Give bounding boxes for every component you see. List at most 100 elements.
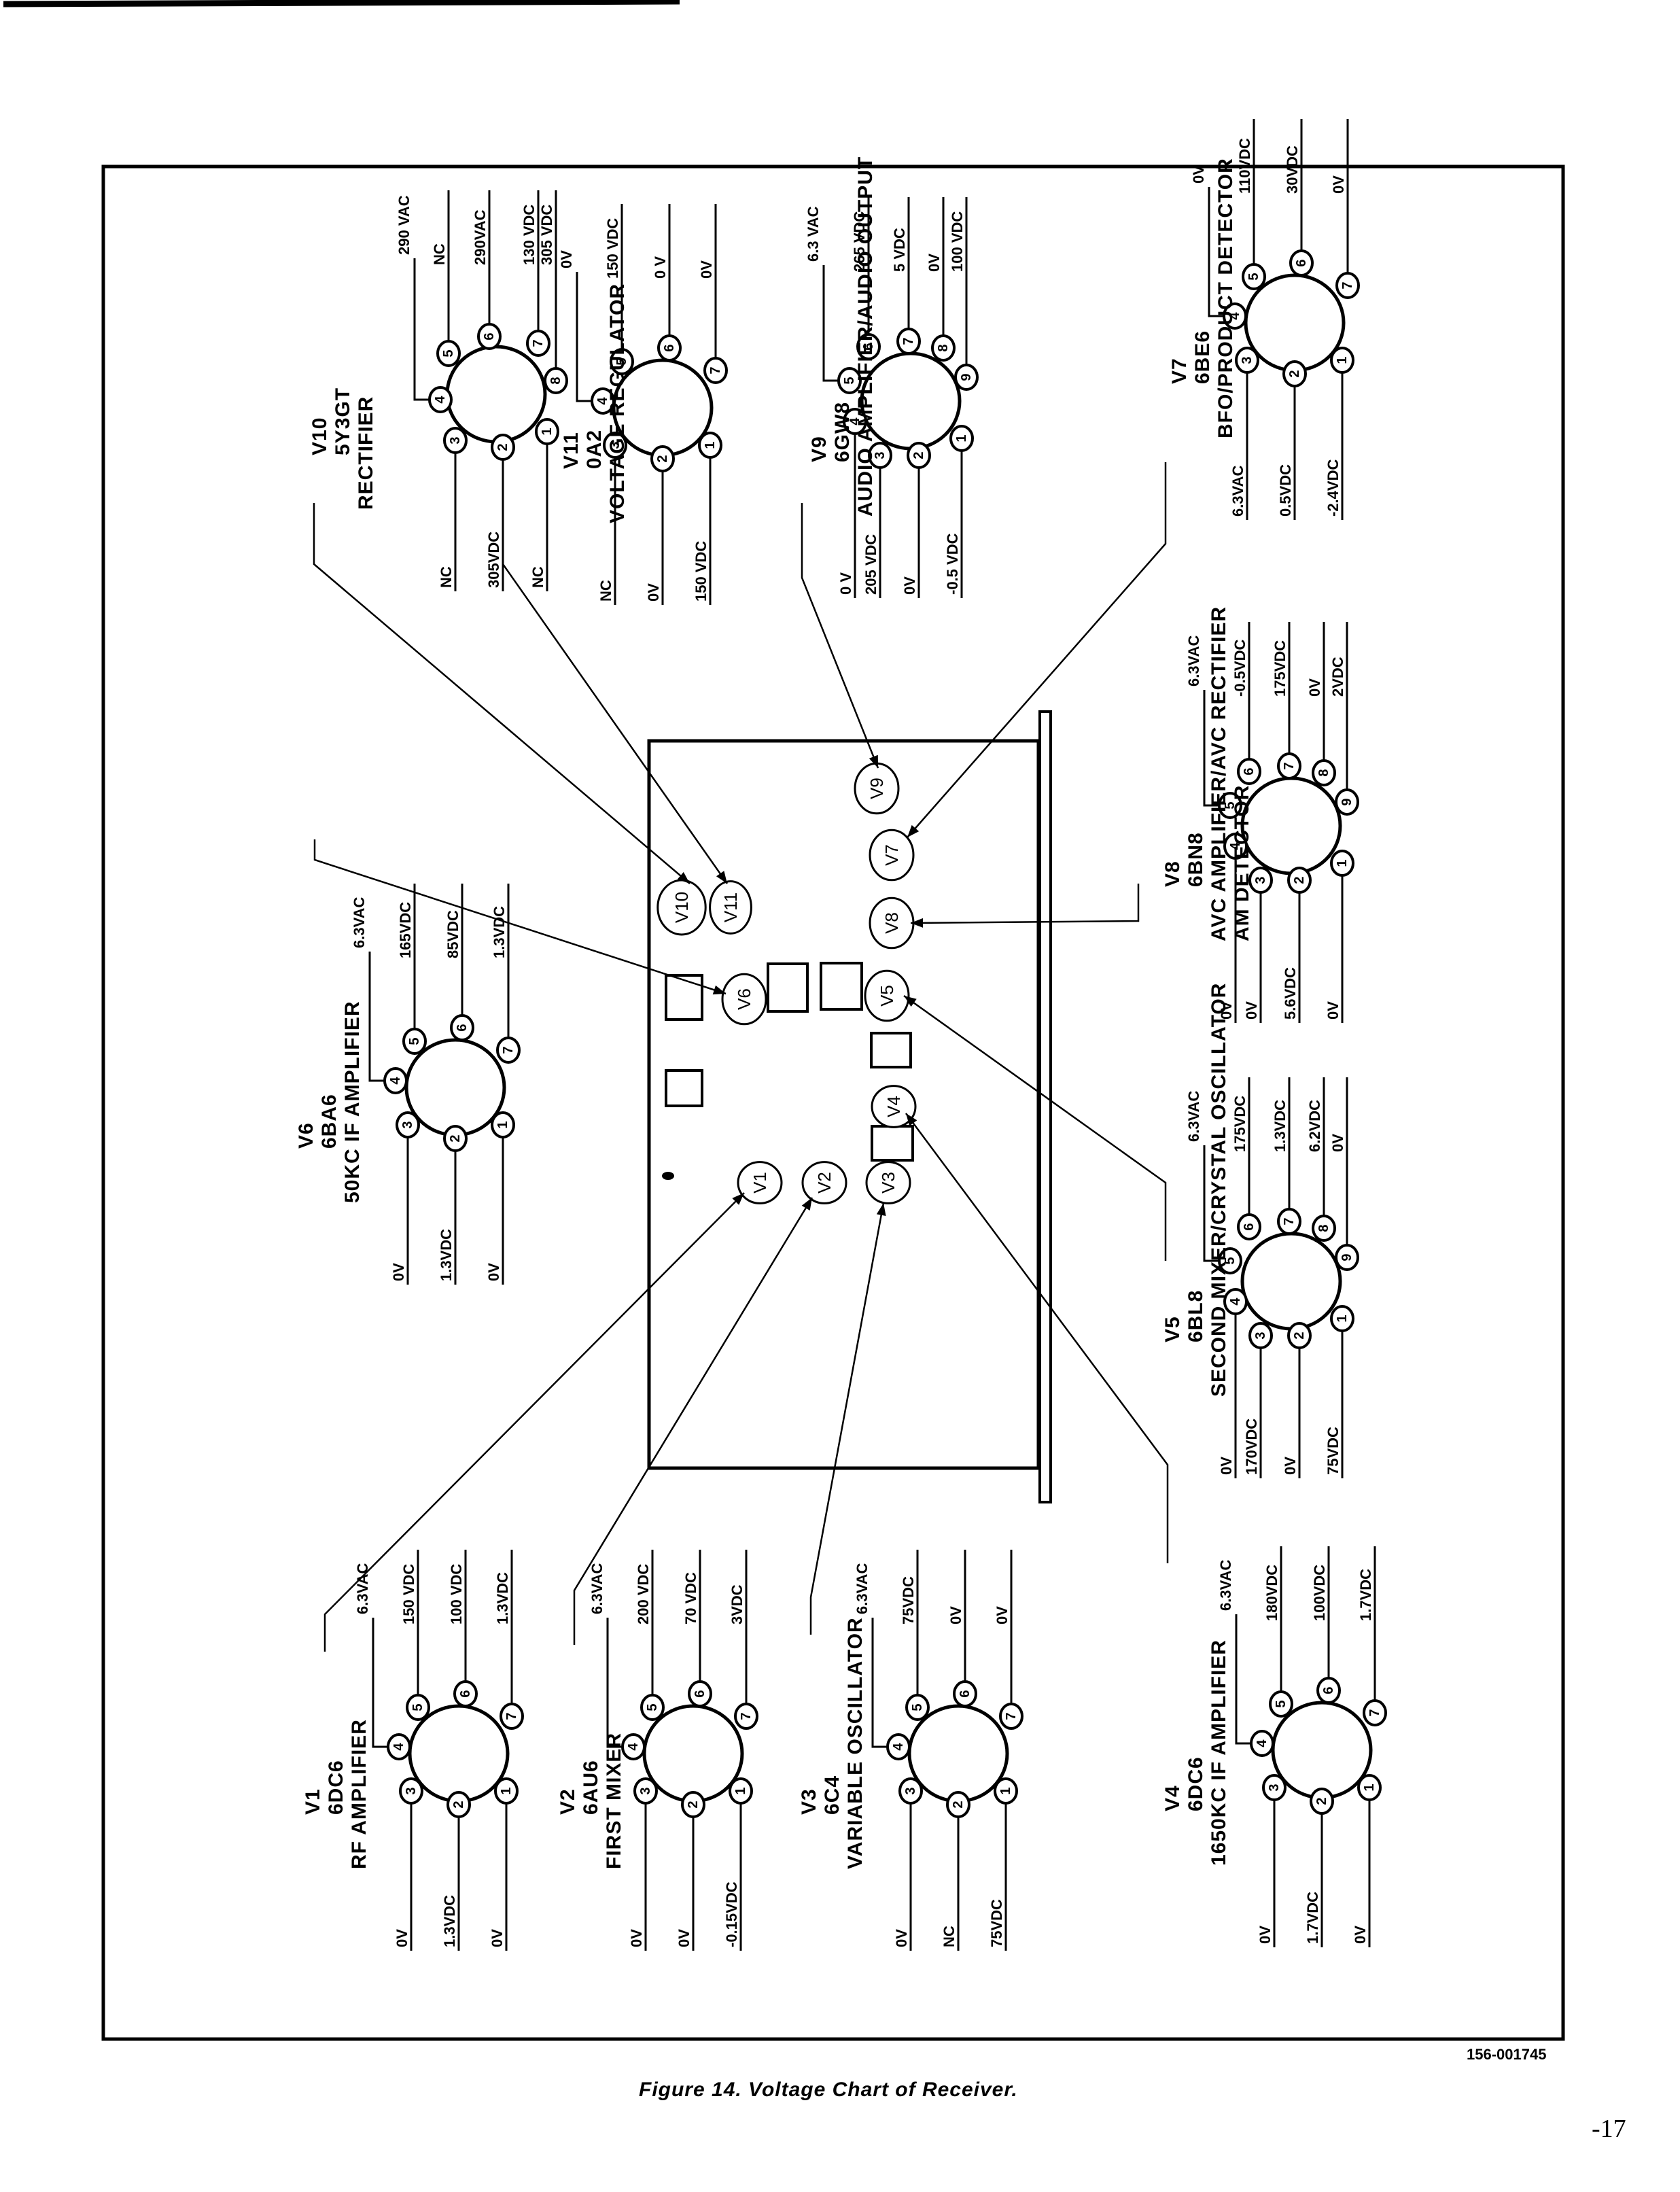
tube-location-circle <box>871 1085 917 1128</box>
pin-circle <box>1237 758 1261 785</box>
pin-3: 0V3 <box>1243 867 1273 1023</box>
pin-voltage: -2.4VDC <box>1325 459 1342 517</box>
chassis <box>647 710 1052 1503</box>
pin-2: 0V2 <box>645 445 675 605</box>
pin-lead <box>606 1618 623 1748</box>
pin-number: 1 <box>1335 859 1350 867</box>
pin-circle <box>450 1014 474 1041</box>
pin-voltage: 70 VDC <box>682 1572 699 1624</box>
tube-location-label: V9 <box>867 778 887 799</box>
scan-edge <box>3 0 680 7</box>
tube-type: 6BA6 <box>318 1094 340 1149</box>
tube-location-label: V11 <box>720 892 741 922</box>
pin-circle <box>428 386 453 413</box>
pin-voltage: 1.7VDC <box>1357 1569 1374 1621</box>
pin-circle <box>1310 1788 1334 1815</box>
pin-circle <box>734 1703 758 1730</box>
tube-function: AVC AMPLIFIER/AVC RECTIFIER <box>1208 606 1230 941</box>
leader-line <box>323 1192 745 1652</box>
tube-function: BFO/PRODUCT DETECTOR <box>1214 158 1237 438</box>
leader-line <box>801 503 879 769</box>
tube-type: 5Y3GT <box>332 387 354 455</box>
pin-4: 0V4 <box>1218 1288 1248 1478</box>
pin-8: 0V8 <box>926 197 956 362</box>
figure-caption: Figure 14. Voltage Chart of Receiver. <box>639 2078 1018 2101</box>
pin-voltage: 100 VDC <box>448 1564 465 1624</box>
socket-v4: 0V11.7VDC20V36.3VAC4180VDC5100VDC61.7VDC… <box>1161 1546 1387 1947</box>
pin-number: 1 <box>540 428 555 435</box>
pin-voltage: 6.3VAC <box>1185 635 1202 686</box>
component-square <box>820 962 863 1011</box>
pin-lead <box>1203 690 1219 807</box>
pin-number: 1 <box>954 434 969 442</box>
pin-number: 5 <box>645 1703 660 1711</box>
leader-line <box>910 884 1140 924</box>
pin-number: 6 <box>958 1690 973 1697</box>
pin-number: 6 <box>1242 1223 1257 1230</box>
pin-circle <box>1330 850 1354 877</box>
chassis-tube-v7: V7 <box>869 829 915 882</box>
chassis-tube-v10: V10 <box>657 879 707 936</box>
pin-number: 4 <box>433 396 448 404</box>
pin-voltage: 0V <box>390 1263 407 1281</box>
pin-circle <box>1316 1677 1341 1704</box>
pin-circle <box>905 1694 930 1721</box>
pin-circle <box>1237 1213 1261 1240</box>
pin-number: 8 <box>1316 1224 1331 1232</box>
pin-voltage: 75VDC <box>1325 1427 1342 1475</box>
pin-voltage: 0V <box>628 1929 645 1947</box>
pin-circle <box>907 442 931 469</box>
tube-type: 6GW8 <box>831 402 854 462</box>
pin-number: 9 <box>1340 798 1354 805</box>
tube-type: 6BN8 <box>1185 832 1207 887</box>
socket-body <box>1240 1232 1342 1331</box>
pin-number: 2 <box>1292 876 1307 884</box>
pin-voltage: 100 VDC <box>949 211 966 272</box>
pin-voltage: 0V <box>1325 1001 1342 1020</box>
pin-4: 0V4 <box>1190 165 1247 330</box>
pin-voltage: 0V <box>1329 1134 1346 1152</box>
pin-circle <box>946 1791 970 1818</box>
pin-7: 0V7 <box>698 204 728 384</box>
leader-v7 <box>907 462 1167 838</box>
tube-id: V10 <box>309 417 331 455</box>
pin-lead <box>1203 1145 1219 1262</box>
pin-voltage: 3VDC <box>729 1584 746 1624</box>
pin-voltage: 0V <box>994 1606 1011 1624</box>
pin-circle <box>1335 272 1360 299</box>
pin-number: 6 <box>1294 259 1309 266</box>
pin-number: 8 <box>548 377 563 384</box>
pin-1: NC1 <box>529 418 559 591</box>
pin-voltage: 0V <box>1190 165 1207 184</box>
pin-circle <box>999 1703 1023 1730</box>
tube-function: VARIABLE OSCILLATOR <box>844 1617 867 1869</box>
tube-type: 6BL8 <box>1185 1290 1207 1342</box>
pin-voltage: 205 VDC <box>862 534 879 595</box>
pin-circle <box>494 1777 519 1805</box>
pin-1: 0V1 <box>1352 1774 1382 1947</box>
pin-circle <box>1282 360 1307 387</box>
tube-location-label: V2 <box>814 1172 835 1194</box>
pin-circle <box>1223 833 1248 860</box>
pin-voltage: 290VAC <box>472 209 489 265</box>
pin-voltage: 0.5VDC <box>1277 464 1294 517</box>
leader-v9 <box>801 503 879 769</box>
pin-voltage: 0V <box>947 1606 964 1624</box>
